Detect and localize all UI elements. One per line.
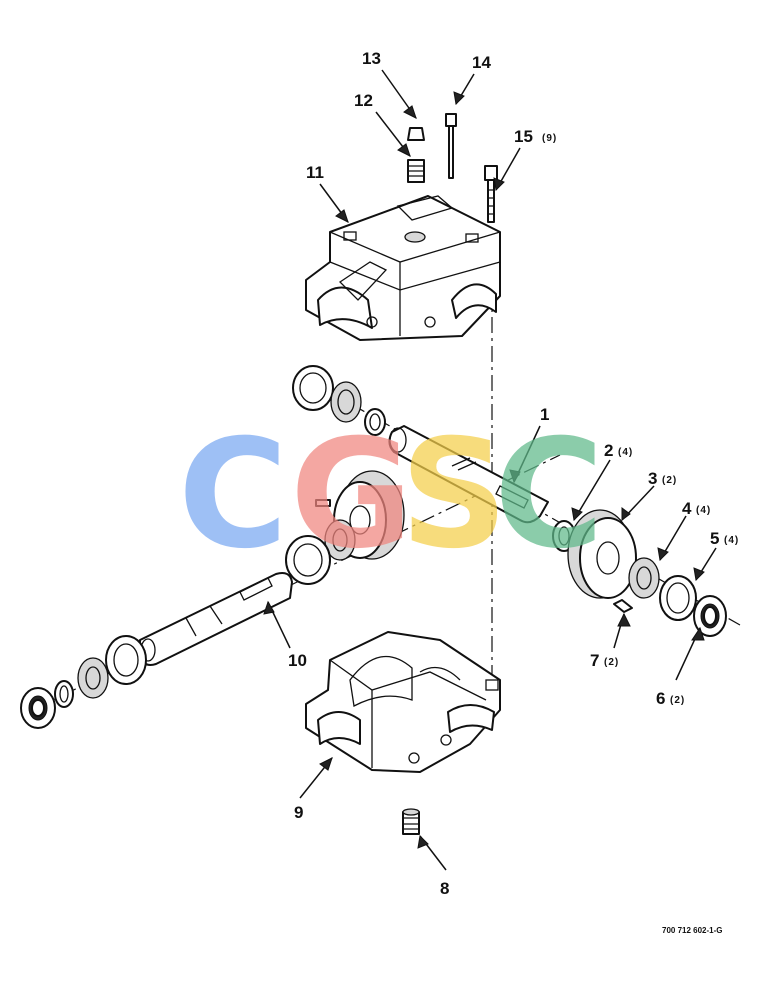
drain-plug (402, 808, 420, 835)
callout-4-qty: (4) (696, 505, 711, 516)
callout-9: 9 (294, 803, 303, 822)
bevel-gear-3 (567, 509, 637, 599)
upper-bearing-cup (292, 365, 334, 411)
center-bearing-cup (285, 535, 331, 585)
drawing-reference: 700 712 602-1-G (662, 926, 723, 935)
vent-fitting (407, 159, 425, 183)
callout-12: 12 (354, 91, 373, 110)
input-bearing-cup (105, 635, 147, 685)
watermark-letter-s: S (400, 408, 508, 582)
cap-screw (484, 165, 498, 223)
callout-5: 5 (710, 529, 719, 548)
callout-4: 4 (682, 499, 692, 518)
arrowheads (263, 91, 705, 849)
bearing-cup-5 (659, 575, 697, 621)
callout-10: 10 (288, 651, 307, 670)
callout-11: 11 (306, 163, 324, 182)
seal-6 (693, 595, 727, 637)
callout-15-qty: (9) (542, 133, 557, 144)
callout-6: 6 (656, 689, 665, 708)
callout-2: 2 (604, 441, 613, 460)
upper-snap-ring (364, 408, 386, 436)
callout-15: 15 (514, 127, 533, 146)
callout-8: 8 (440, 879, 449, 898)
callout-14: 14 (472, 53, 491, 72)
callout-13: 13 (362, 49, 381, 68)
callout-2-qty: (4) (618, 447, 633, 458)
input-shaft (139, 572, 293, 666)
callout-6-qty: (2) (670, 695, 685, 706)
dipstick (445, 113, 457, 179)
callout-labels: 13 14 12 15 (9) 11 1 2 (4) 3 (2) 4 (4) 5… (288, 49, 739, 898)
callout-7: 7 (590, 651, 599, 670)
input-snap-ring (54, 680, 74, 708)
lower-housing (305, 631, 501, 773)
callout-3: 3 (648, 469, 657, 488)
watermark-letter-c2: C (494, 408, 604, 582)
cone-bearing-4 (628, 557, 660, 599)
center-key (315, 499, 331, 507)
input-cone-bearing (77, 657, 109, 699)
callout-7-qty: (2) (604, 657, 619, 668)
upper-housing (305, 195, 501, 341)
upper-cone-bearing (330, 381, 362, 423)
watermark-letter-c1: C (178, 408, 288, 582)
input-seal (20, 687, 56, 729)
callout-1: 1 (540, 405, 549, 424)
callout-5-qty: (4) (724, 535, 739, 546)
center-cone-bearing (324, 519, 356, 561)
vent-cap (407, 127, 425, 141)
watermark: C G S C (178, 408, 604, 582)
key-7 (613, 599, 633, 613)
callout-3-qty: (2) (662, 475, 677, 486)
cross-shaft (388, 425, 549, 524)
watermark-letter-g: G (290, 408, 413, 582)
